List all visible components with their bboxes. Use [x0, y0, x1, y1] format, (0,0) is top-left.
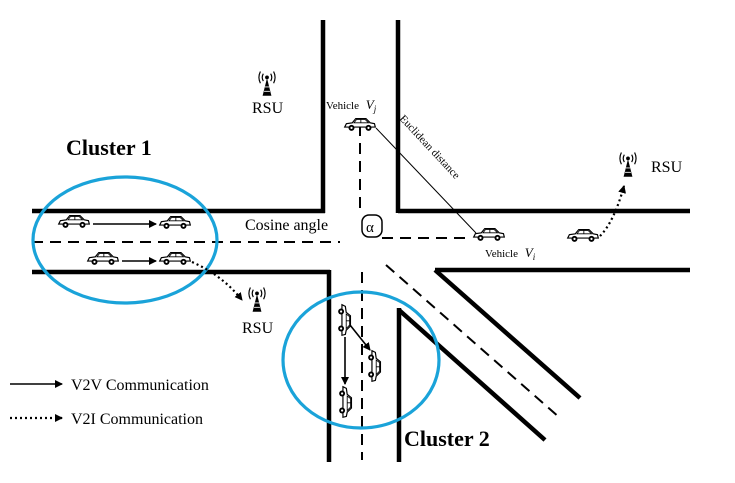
vehicle-vi-car-icon: [473, 227, 505, 242]
car-icon: [58, 214, 90, 229]
road-edge-diagonal-upper: [433, 268, 582, 400]
legend: V2V Communication V2I Communication: [10, 377, 209, 428]
car-icon: [337, 304, 352, 336]
alpha-symbol: α: [366, 220, 374, 236]
v2i-arrow: [599, 185, 626, 237]
car-icon: [159, 251, 191, 266]
car-icon: [159, 215, 191, 230]
rsu-tower-icon: [248, 286, 266, 313]
v2v-arrow: [349, 324, 371, 351]
car-icon: [87, 251, 119, 266]
legend-v2i-label: V2I Communication: [71, 411, 203, 428]
road-edge-diagonal-lower: [397, 308, 547, 442]
car-icon: [367, 350, 382, 382]
euclidean-distance-line: [375, 127, 477, 234]
legend-v2v-label: V2V Communication: [71, 377, 209, 394]
cluster-2-ring: [281, 290, 441, 430]
rsu-tower-icon: [258, 70, 276, 97]
vehicle-vi-label: Vehicle Vi: [485, 245, 536, 262]
road-network: [32, 20, 690, 462]
rsu-label: RSU: [252, 100, 284, 117]
v2i-arrow: [191, 260, 243, 301]
cosine-angle-box: [361, 214, 383, 238]
rsu-label: RSU: [651, 159, 683, 176]
cluster-1-title: Cluster 1: [66, 135, 152, 160]
lane-markings: [32, 125, 561, 460]
euclidean-distance-label: Euclidean distance: [397, 113, 462, 182]
cosine-angle-label: Cosine angle: [245, 217, 328, 234]
rsu-tower-icon: [619, 151, 637, 178]
cluster-2-title: Cluster 2: [404, 426, 490, 451]
vehicle-vj-label: Vehicle Vj: [326, 97, 377, 114]
rsu-label: RSU: [242, 320, 274, 337]
car-icon: [338, 386, 353, 418]
car-icon: [567, 228, 599, 243]
cluster-1-ring: [31, 175, 219, 305]
lane-divider-diagonal: [385, 264, 561, 419]
